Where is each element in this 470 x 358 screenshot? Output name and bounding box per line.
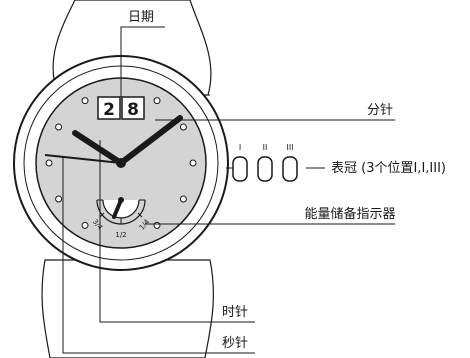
crown-position-2 [257, 156, 273, 182]
crown-position-1 [232, 156, 248, 182]
hour-marker [55, 195, 63, 203]
power-reserve-hand [112, 198, 123, 219]
crown-positions: I II III [226, 143, 298, 182]
watch-hands [44, 115, 183, 168]
date-digit-2: 8 [127, 100, 139, 120]
minute-hand-label: 分针 [367, 103, 393, 118]
leader-lines [62, 26, 395, 354]
crown-position-3 [282, 156, 298, 182]
hour-hand-label: 时针 [222, 305, 248, 320]
minute-hand [118, 115, 183, 166]
crown-position-label-1: I [239, 143, 241, 152]
date-label: 日期 [128, 10, 154, 25]
hour-marker [81, 221, 89, 229]
second-hand-label: 秒针 [222, 336, 248, 351]
hour-marker [153, 221, 161, 229]
crown-label: 表冠 (3个位置I,I,III) [331, 161, 446, 176]
hour-marker [153, 97, 161, 105]
date-digit-1: 2 [103, 100, 115, 120]
hour-markers [45, 97, 197, 229]
hour-hand [72, 130, 124, 166]
hour-marker [189, 159, 197, 167]
hour-marker [179, 123, 187, 131]
power-reserve-label: 能量储备指示器 [304, 206, 395, 222]
hour-marker [81, 97, 89, 105]
hour-marker [179, 195, 187, 203]
crown-position-label-2: II [263, 143, 268, 152]
second-hand [44, 154, 122, 164]
hour-marker [45, 159, 53, 167]
date-window: 2 8 [97, 96, 145, 120]
hour-marker [55, 123, 63, 131]
crown-position-label-3: III [286, 143, 293, 152]
reserve-half: 1/2 [115, 231, 126, 239]
